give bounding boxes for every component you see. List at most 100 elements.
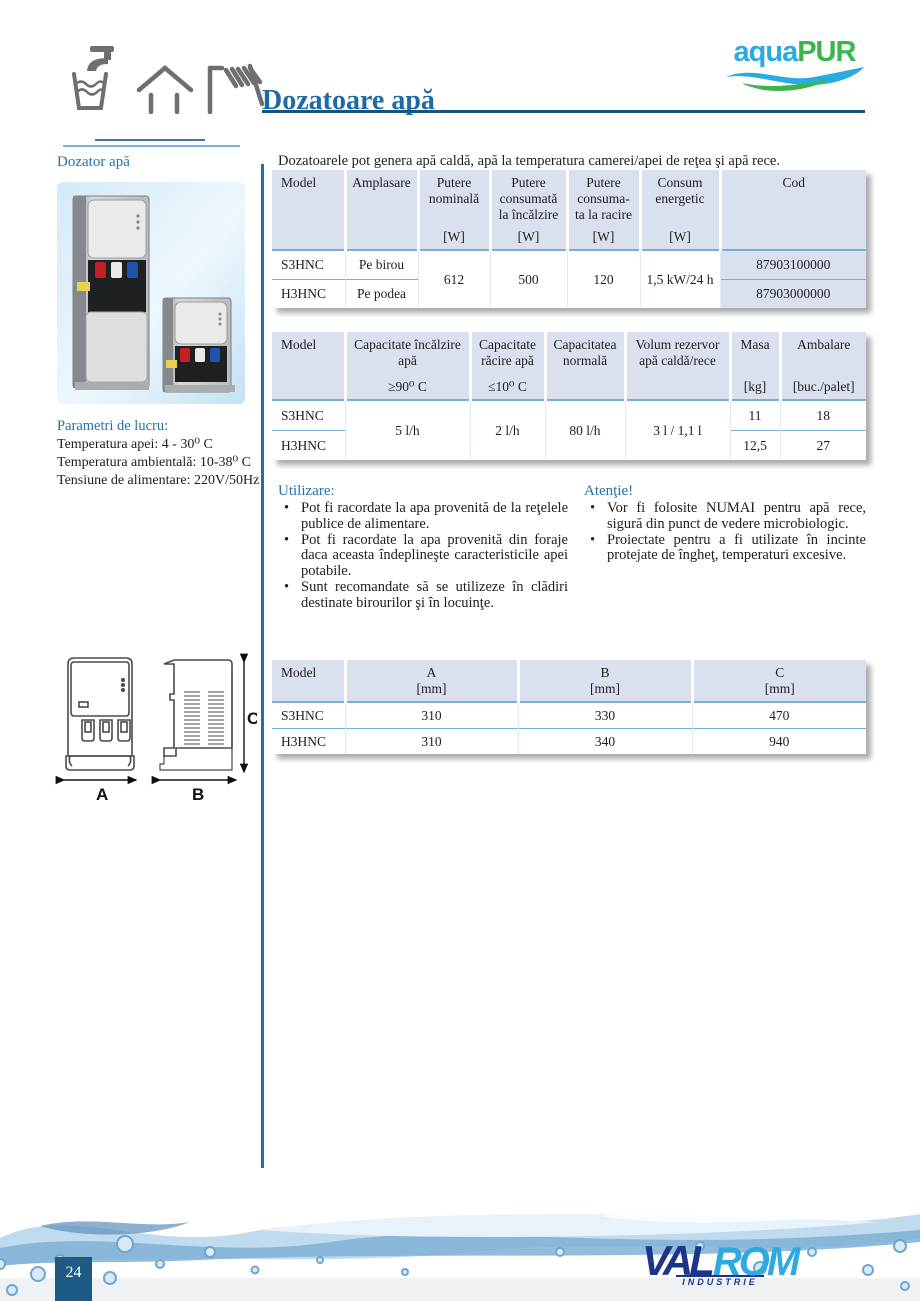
table-row: S3HNC Pe birou 612 500 120 1,5 kW/24 h 8… bbox=[272, 250, 866, 308]
table-row: H3HNC Pe podea 87903000000 bbox=[272, 279, 866, 308]
header-model: Model bbox=[272, 660, 345, 703]
bullet-icon: • bbox=[284, 531, 290, 548]
countertop-dispenser bbox=[162, 297, 235, 393]
usage-column: Utilizare: •Pot fi racordate la apa prov… bbox=[278, 483, 568, 612]
header-consum: Consum energetic[W] bbox=[638, 170, 720, 251]
table-row: H3HNC 12,5 27 bbox=[272, 430, 866, 460]
intro-text: Dozatoarele pot genera apă caldă, apă la… bbox=[278, 152, 780, 169]
cell-putere-nominala: 612 bbox=[417, 250, 490, 308]
dimensions-table: Model A[mm] B[mm] C[mm] S3HNC 310 330 47… bbox=[272, 660, 866, 754]
cell-dim-a: 310 bbox=[344, 702, 518, 729]
header-dim-b: B[mm] bbox=[516, 660, 692, 703]
sidebar-product-label: Dozator apă bbox=[57, 154, 130, 170]
cell-dim-b: 330 bbox=[517, 702, 692, 729]
product-photo bbox=[57, 182, 245, 404]
cell-model: H3HNC bbox=[272, 430, 345, 460]
cell-putere-racire: 120 bbox=[566, 250, 640, 308]
bullet-icon: • bbox=[590, 500, 596, 516]
header-dim-c: C[mm] bbox=[690, 660, 866, 703]
cell-normala: 80 l/h bbox=[544, 400, 625, 460]
usage-bullet: •Sunt recomandate să se utilizeze în clă… bbox=[278, 578, 568, 612]
floor-dispenser bbox=[72, 195, 150, 390]
param-line: Temperatura ambientală: 10-38⁰ C bbox=[57, 455, 251, 470]
cell-dim-a: 310 bbox=[344, 728, 518, 754]
vent-group-2 bbox=[208, 691, 224, 749]
header-capacitate-incalzire: Capacitate încălzire apă≥90⁰ C bbox=[343, 332, 470, 401]
cell-masa: 11 bbox=[729, 400, 780, 431]
aquapur-logo-waves bbox=[725, 67, 864, 91]
usage-bullet: •Pot fi racordate la apa provenită de la… bbox=[278, 500, 568, 533]
aquapur-logo-pur: PUR bbox=[797, 36, 856, 68]
header-ambalare: Ambalare[buc./palet] bbox=[778, 332, 866, 401]
bullet-icon: • bbox=[284, 578, 290, 595]
header-putere-nominala: Putere nominală[W] bbox=[416, 170, 490, 251]
cell-volum: 3 l / 1,1 l bbox=[624, 400, 730, 460]
valrom-logo-industrie: INDUSTRIE bbox=[676, 1275, 764, 1287]
cell-model: H3HNC bbox=[272, 279, 345, 308]
aquapur-logo: aquaPUR bbox=[722, 38, 867, 98]
cell-dim-c: 940 bbox=[691, 728, 866, 754]
bullet-icon: • bbox=[284, 500, 290, 516]
usage-title: Utilizare: bbox=[278, 483, 335, 499]
warning-title: Atenţie! bbox=[584, 483, 634, 499]
cell-model: S3HNC bbox=[281, 407, 324, 423]
aquapur-logo-text: aquaPUR bbox=[722, 38, 867, 67]
working-parameters: Parametri de lucru: Temperatura apei: 4 … bbox=[57, 417, 272, 490]
param-line: Tensiune de alimentare: 220V/50Hz bbox=[57, 473, 260, 488]
cell-model: S3HNC bbox=[281, 707, 324, 723]
warning-bullet: •Vor fi folosite NUMAI pentru apă rece, … bbox=[584, 500, 866, 533]
header-putere-incalzire: Putere consumată la încălzire[W] bbox=[488, 170, 567, 251]
header-cod: Cod bbox=[718, 170, 866, 251]
table-row: S3HNC 5 l/h 2 l/h 80 l/h 3 l / 1,1 l 11 … bbox=[272, 400, 866, 460]
valrom-logo-val: VAL bbox=[642, 1237, 715, 1284]
header-masa: Masa[kg] bbox=[728, 332, 780, 401]
dim-label-a: A bbox=[96, 785, 108, 804]
header-putere-racire: Putere consuma-ta la racire[W] bbox=[565, 170, 640, 251]
cell-cod: 87903000000 bbox=[719, 279, 866, 308]
dimensions-table-wrap: Model A[mm] B[mm] C[mm] S3HNC 310 330 47… bbox=[272, 660, 866, 754]
page-number: 24 bbox=[55, 1257, 92, 1301]
content-divider-line bbox=[261, 164, 264, 1168]
cell-model: S3HNC bbox=[281, 257, 324, 272]
param-line: Temperatura apei: 4 - 30⁰ C bbox=[57, 437, 213, 452]
house-icon bbox=[136, 62, 194, 119]
header-model: Model bbox=[272, 170, 345, 251]
header-capacitate-normala: Capacitatea normală bbox=[543, 332, 625, 401]
power-table-wrap: Model Amplasare Putere nominală[W] Puter… bbox=[272, 170, 866, 308]
header-model: Model bbox=[272, 332, 345, 401]
cell-masa: 12,5 bbox=[729, 430, 780, 460]
cell-ambalare: 27 bbox=[779, 430, 866, 460]
cell-dim-b: 340 bbox=[517, 728, 692, 754]
cell-dim-c: 470 bbox=[691, 702, 866, 729]
warning-column: Atenţie! •Vor fi folosite NUMAI pentru a… bbox=[584, 483, 866, 612]
title-rule bbox=[262, 110, 865, 113]
vent-group-1 bbox=[184, 691, 200, 749]
dimension-drawing: A B C bbox=[52, 650, 259, 815]
params-title: Parametri de lucru: bbox=[57, 418, 169, 434]
header-capacitate-racire: Capacitate răcire apă≤10⁰ C bbox=[468, 332, 545, 401]
water-glass-tap-icon bbox=[60, 44, 126, 119]
header-volum-rezervor: Volum rezervor apă caldă/rece bbox=[623, 332, 730, 401]
dim-label-b: B bbox=[192, 785, 204, 804]
valrom-logo-rom: ROM bbox=[712, 1240, 800, 1284]
power-table: Model Amplasare Putere nominală[W] Puter… bbox=[272, 170, 866, 308]
cell-cod: 87903100000 bbox=[719, 250, 866, 280]
warning-bullet: •Proiectate pentru a fi utilizate în inc… bbox=[584, 532, 866, 565]
header-dim-a: A[mm] bbox=[343, 660, 518, 703]
usage-warning-section: Utilizare: •Pot fi racordate la apa prov… bbox=[278, 483, 866, 612]
valrom-logo: VALROM INDUSTRIE bbox=[642, 1237, 800, 1288]
cell-amplasare: Pe birou bbox=[344, 250, 418, 280]
table-row: S3HNC 310 330 470 bbox=[272, 702, 866, 729]
cell-consum: 1,5 kW/24 h bbox=[639, 250, 720, 308]
table-row: H3HNC 310 340 940 bbox=[272, 728, 866, 754]
cell-putere-incalzire: 500 bbox=[489, 250, 567, 308]
water-splash-image bbox=[0, 1186, 920, 1301]
sidebar-rule-dark bbox=[95, 139, 205, 141]
industrial-roof-icon bbox=[204, 56, 266, 119]
capacity-table-wrap: Model Capacitate încălzire apă≥90⁰ C Cap… bbox=[272, 332, 866, 460]
cell-racire: 2 l/h bbox=[469, 400, 545, 460]
cell-incalzire: 5 l/h bbox=[344, 400, 470, 460]
usage-bullet: •Pot fi racordate la apa provenită din f… bbox=[278, 531, 568, 580]
category-icons bbox=[60, 44, 266, 119]
